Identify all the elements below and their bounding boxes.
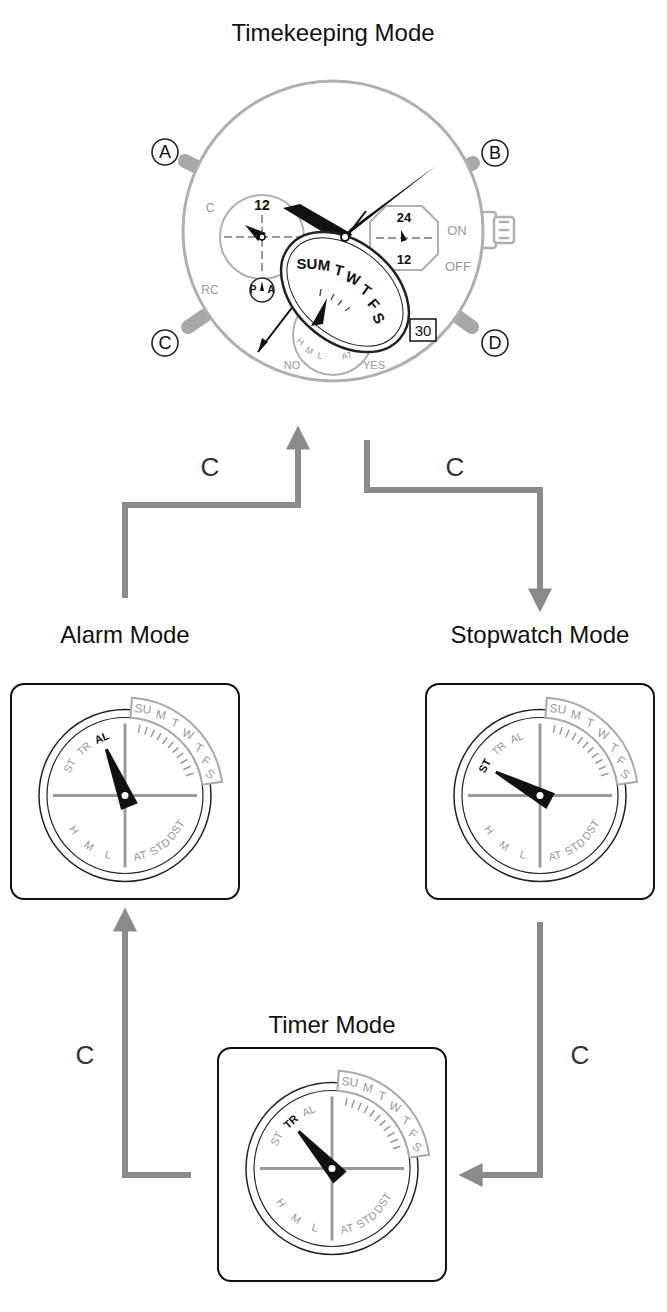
mode-panel: Alarm ModeSUMTWTFSSTTRALHMLATSTDDST (6, 620, 244, 900)
tick (390, 1139, 397, 1142)
day-sector (337, 1071, 429, 1158)
dial-mark: NO (284, 360, 301, 371)
tick (560, 727, 562, 735)
tick (352, 1100, 354, 1108)
mode-dial (12, 685, 238, 898)
watch-panel: Timekeeping Mode (129, 18, 537, 418)
dial-mark: YES (363, 360, 385, 371)
hand-pin (122, 792, 129, 799)
tick (370, 1110, 375, 1116)
tick (572, 733, 576, 740)
mode-arrow (125, 922, 191, 1175)
mode-hand (105, 749, 138, 810)
mode-box: SUMTWTFSSTTRALHMLATSTDDST (217, 1047, 447, 1282)
tick (588, 747, 594, 752)
tick (138, 725, 140, 733)
tick (387, 1133, 394, 1137)
button-label: C (198, 452, 223, 482)
mode-heading: Alarm Mode (6, 620, 244, 650)
mode-arrow (473, 922, 540, 1175)
mode-panel: Stopwatch ModeSUMTWTFSSTTRALHMLATSTDDST (421, 620, 659, 900)
switch-mark: ON (447, 224, 467, 237)
tick (578, 737, 583, 743)
day-sector (130, 698, 222, 785)
weekday-mark: SU (549, 703, 567, 717)
tick (173, 747, 179, 752)
tick (168, 742, 173, 748)
mode-box: SUMTWTFSSTTRALHMLATSTDDST (10, 683, 240, 900)
tick (592, 753, 598, 758)
button-label: C (443, 452, 468, 482)
day-sector (545, 698, 637, 785)
weekday-mark: M (362, 1081, 374, 1095)
dial-ring (454, 710, 626, 882)
tick (601, 773, 609, 775)
weekday-mark: SU (134, 703, 152, 717)
tick (157, 733, 161, 740)
tick (393, 1146, 401, 1148)
tick (145, 727, 147, 735)
weekday-mark: M (155, 708, 167, 722)
mode-panel: Timer ModeSUMTWTFSSTTRALHMLATSTDDST (213, 1010, 451, 1282)
tick (375, 1115, 380, 1121)
dial-number: 12 (397, 253, 411, 266)
tick (151, 730, 154, 737)
tick (358, 1103, 361, 1110)
tick (345, 1098, 347, 1106)
tick (183, 766, 190, 769)
mode-arrow (367, 440, 540, 598)
mode-heading: Timekeeping Mode (129, 18, 537, 48)
dial-mark: A (267, 285, 274, 295)
mode-dial (427, 685, 653, 898)
switch-mark: OFF (445, 260, 471, 273)
mode-arrow (125, 440, 298, 598)
mode-heading: Timer Mode (213, 1010, 451, 1040)
tick (384, 1126, 390, 1131)
date-number: 30 (415, 323, 432, 338)
hand-pin (537, 792, 544, 799)
tick (380, 1120, 386, 1125)
tick (163, 737, 168, 743)
weekday-mark: M (570, 708, 582, 722)
button-letter: C (159, 334, 172, 352)
tick (186, 773, 194, 775)
dial-ring (39, 710, 211, 882)
dial-number: 12 (254, 198, 270, 212)
button-label: C (73, 1040, 98, 1070)
dial-mark: RC (201, 284, 218, 296)
weekday-mark: M (317, 257, 331, 273)
weekday-mark: SU (297, 256, 318, 271)
tick (553, 725, 555, 733)
button-letter: D (489, 334, 502, 352)
weekday-mark: SU (341, 1076, 359, 1090)
tick (595, 760, 602, 764)
dial-mark: P (250, 285, 257, 295)
mode-hand (297, 1130, 346, 1183)
mode-box: SUMTWTFSSTTRALHMLATSTDDST (425, 683, 655, 900)
button-letter: B (489, 144, 501, 162)
mode-hand (495, 771, 555, 809)
tick (177, 753, 183, 758)
mode-heading: Stopwatch Mode (421, 620, 659, 650)
dial-number: 24 (397, 211, 411, 224)
button-label: C (568, 1040, 593, 1070)
tick (598, 766, 605, 769)
tick (364, 1106, 368, 1113)
tick (566, 730, 569, 737)
hand-pin (329, 1165, 336, 1172)
dial-ring (246, 1083, 418, 1255)
dial-mark: C (206, 202, 215, 214)
tick (180, 760, 187, 764)
mode-dial (219, 1049, 445, 1280)
button-letter: A (159, 143, 171, 161)
tick (583, 742, 588, 748)
